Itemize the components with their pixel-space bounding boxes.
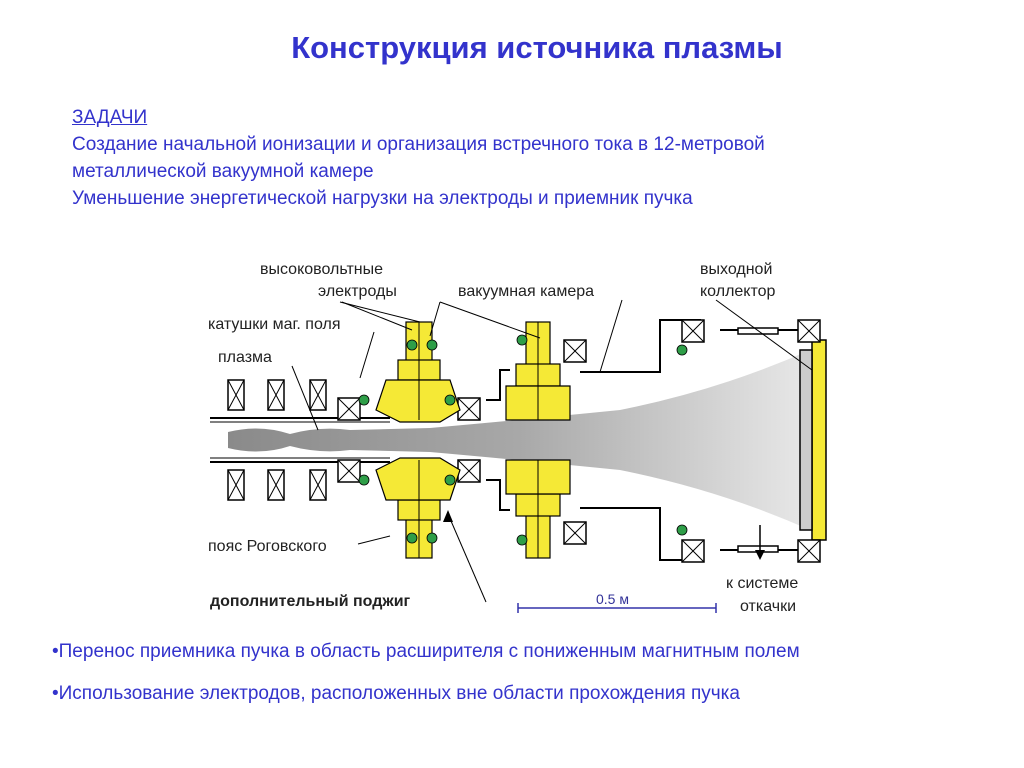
label-scale: 0.5 м — [596, 591, 629, 607]
task-line-3: Уменьшение энергетической нагрузки на эл… — [72, 188, 693, 209]
slide-title: Конструкция источника плазмы — [291, 30, 783, 65]
task-line-2: металлической вакуумной камере — [72, 161, 374, 182]
bullet-item: •Использование электродов, расположенных… — [52, 683, 740, 704]
mag-coil-icon — [227, 469, 245, 501]
task-line-1: Создание начальной ионизации и организац… — [72, 134, 765, 155]
rogowski-rings — [358, 334, 688, 546]
tasks-block: ЗАДАЧИ Создание начальной ионизации и ор… — [72, 104, 972, 212]
mag-coil-icon — [797, 539, 821, 563]
mag-coil-icon — [309, 379, 327, 411]
hv-electrode-top — [375, 321, 461, 423]
bullet-list: •Перенос приемника пучка в область расши… — [52, 640, 1012, 724]
label-hv-electrodes-2: электроды — [318, 283, 397, 300]
mag-coil-icon — [309, 469, 327, 501]
mag-coil-icon — [563, 339, 587, 363]
label-rogowski-belt: пояс Роговского — [208, 538, 327, 555]
mag-coil-icon — [563, 521, 587, 545]
label-additional-ignition: дополнительный поджиг — [210, 593, 411, 610]
bullet-item: •Перенос приемника пучка в область расши… — [52, 641, 800, 662]
label-vacuum-chamber: вакуумная камера — [458, 283, 594, 300]
mag-coil-icon — [227, 379, 245, 411]
hv-electrode-bottom — [375, 457, 461, 559]
mag-coil-icon — [337, 397, 361, 421]
label-mag-coils: катушки маг. поля — [208, 316, 341, 333]
mag-coil-icon — [267, 379, 285, 411]
label-pump-1: к системе — [726, 575, 798, 592]
mag-coil-icon — [681, 539, 705, 563]
mag-coil-icon — [457, 397, 481, 421]
mag-coil-icon — [457, 459, 481, 483]
tasks-heading: ЗАДАЧИ — [72, 107, 148, 128]
plasma-plume — [228, 350, 810, 530]
label-pump-2: откачки — [740, 598, 796, 615]
label-output-collector-2: коллектор — [700, 283, 776, 300]
chamber-electrode-bottom — [505, 459, 571, 559]
mag-coil-icon — [267, 469, 285, 501]
label-hv-electrodes-1: высоковольтные — [260, 261, 383, 278]
chamber-electrode-top — [505, 321, 571, 421]
mag-coil-icon — [337, 459, 361, 483]
mag-coil-icon — [681, 319, 705, 343]
mag-coil-icon — [797, 319, 821, 343]
label-output-collector-1: выходной — [700, 261, 772, 278]
label-plasma: плазма — [218, 349, 272, 366]
scale-bar — [517, 603, 717, 613]
